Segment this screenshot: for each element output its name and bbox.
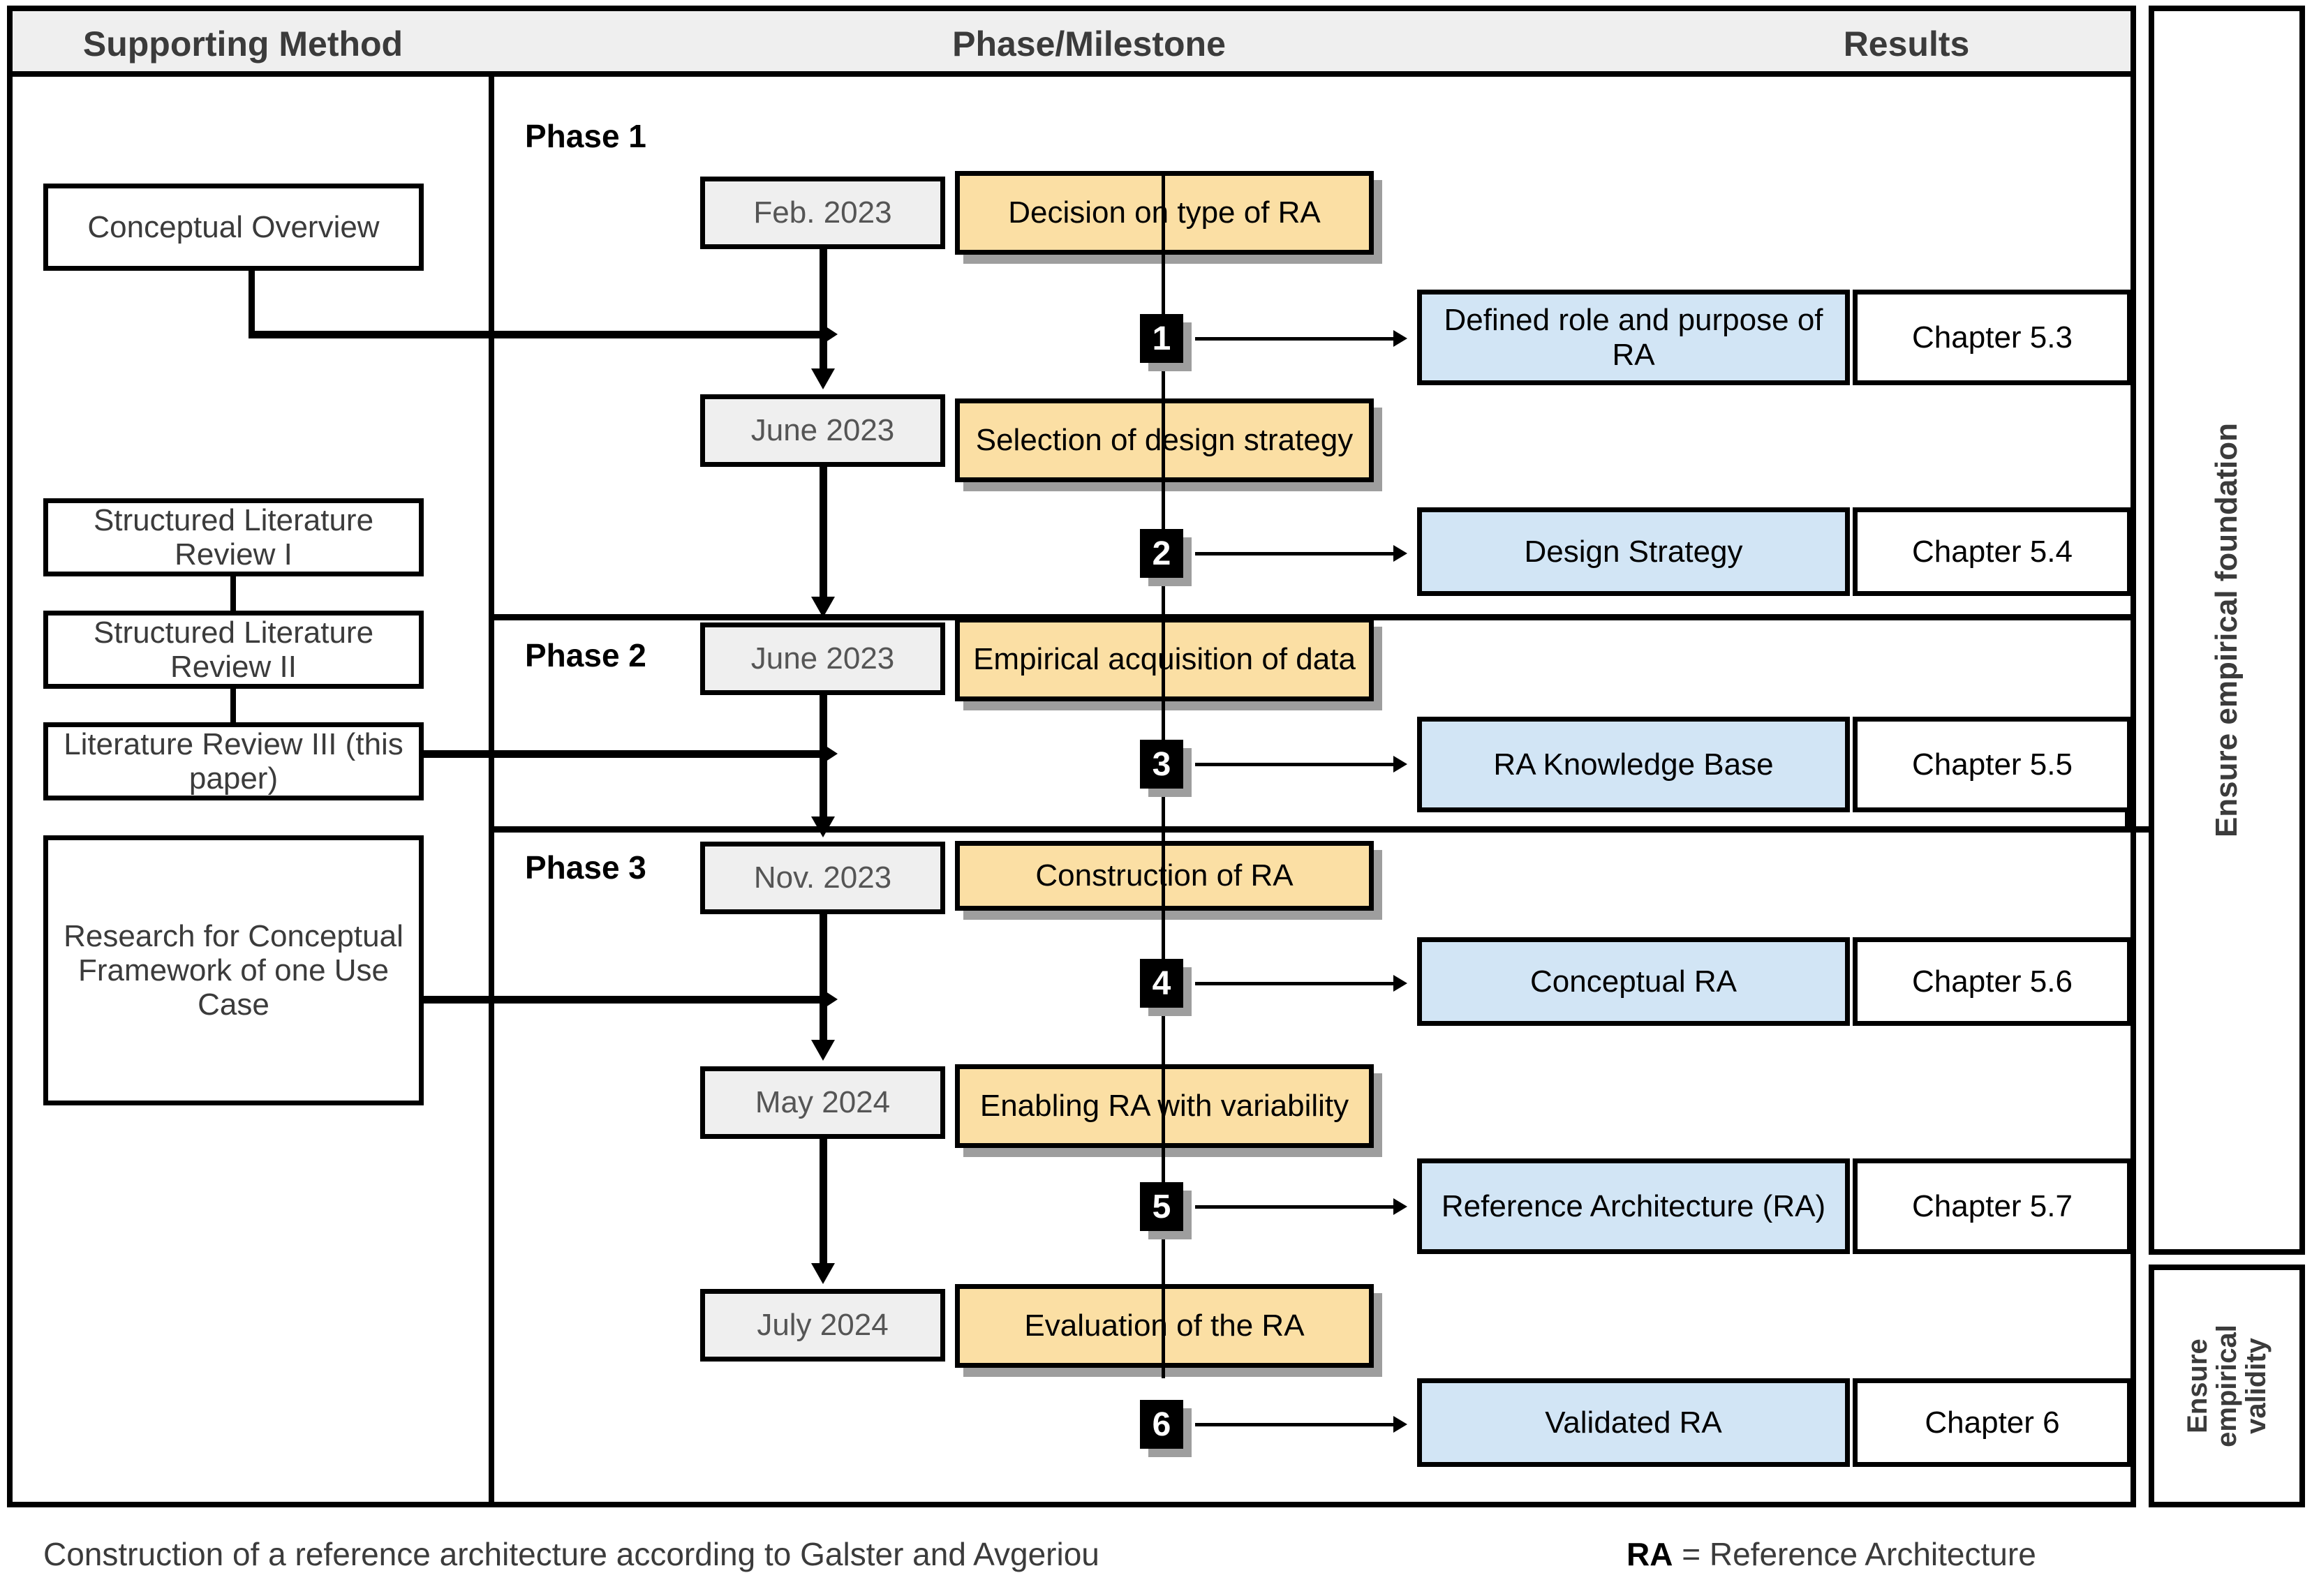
supporting-method-conceptual-overview[interactable]: Conceptual Overview bbox=[43, 184, 424, 271]
chapter-label: Chapter 5.6 bbox=[1912, 964, 2073, 999]
date-box-july-2024: July 2024 bbox=[700, 1289, 945, 1362]
header-phase-milestone: Phase/Milestone bbox=[952, 24, 1226, 64]
footer-caption: Construction of a reference architecture… bbox=[43, 1536, 1099, 1572]
supporting-method-label: Research for Conceptual Framework of one… bbox=[64, 918, 403, 1022]
timeline-arrow-3-head-icon bbox=[811, 816, 835, 837]
phase-label-3: Phase 3 bbox=[525, 849, 646, 886]
chapter-label: Chapter 5.7 bbox=[1912, 1188, 2073, 1223]
phase2-divider bbox=[489, 614, 2131, 620]
chapter-label: Chapter 6 bbox=[1925, 1405, 2060, 1440]
phase-label-1: Phase 1 bbox=[525, 118, 646, 154]
table-header-row: Supporting Method Phase/Milestone Result… bbox=[13, 11, 2131, 77]
sm-connector-2 bbox=[230, 689, 236, 722]
milestone-badge-5: 5 bbox=[1140, 1182, 1183, 1231]
chapter-label: Chapter 5.4 bbox=[1912, 534, 2073, 569]
header-supporting-method: Supporting Method bbox=[82, 24, 403, 64]
supporting-method-research-framework[interactable]: Research for Conceptual Framework of one… bbox=[43, 835, 424, 1105]
header-results: Results bbox=[1843, 24, 1970, 64]
ensure-empirical-foundation-box: Ensure empirical foundation bbox=[2149, 6, 2305, 1255]
milestone-badge-1: 1 bbox=[1140, 314, 1183, 363]
supporting-method-slr-2[interactable]: Structured Literature Review II bbox=[43, 611, 424, 689]
date-label: July 2024 bbox=[757, 1308, 889, 1343]
phase3-right-stub bbox=[2125, 826, 2154, 833]
footer-legend: RA = Reference Architecture bbox=[1626, 1535, 2036, 1573]
arrow1-horiz bbox=[249, 331, 822, 338]
chapter-label: Chapter 5.5 bbox=[1912, 747, 2073, 782]
date-label: June 2023 bbox=[750, 641, 895, 676]
timeline-arrow-2-head-icon bbox=[811, 597, 835, 618]
milestone-badge-4: 4 bbox=[1140, 959, 1183, 1008]
supporting-method-label: Structured Literature Review I bbox=[93, 502, 374, 572]
chapter-box-5-6[interactable]: Chapter 5.6 bbox=[1853, 937, 2132, 1026]
ensure-empirical-foundation-label: Ensure empirical foundation bbox=[2209, 422, 2244, 838]
timeline-arrow-3 bbox=[820, 695, 827, 817]
column-divider bbox=[489, 77, 494, 1502]
sm-connector-1 bbox=[230, 576, 236, 611]
chapter-label: Chapter 5.3 bbox=[1912, 320, 2073, 355]
phase-label-2: Phase 2 bbox=[525, 637, 646, 673]
phase3-divider bbox=[489, 826, 2131, 833]
result-arrow-1 bbox=[1195, 337, 1396, 341]
result-arrow-2-head-icon bbox=[1393, 545, 1407, 562]
date-box-june-2023-b: June 2023 bbox=[700, 622, 945, 695]
timeline-arrow-4 bbox=[820, 914, 827, 1042]
milestone-badge-3: 3 bbox=[1140, 740, 1183, 789]
date-label: Nov. 2023 bbox=[753, 860, 892, 895]
timeline-arrow-1-head-icon bbox=[811, 368, 835, 389]
date-label: June 2023 bbox=[750, 413, 895, 448]
result-arrow-4 bbox=[1195, 982, 1396, 985]
result-label: Defined role and purpose of RA bbox=[1444, 303, 1823, 372]
result-arrow-2 bbox=[1195, 552, 1396, 555]
result-arrow-4-head-icon bbox=[1393, 975, 1407, 992]
result-label: Reference Architecture (RA) bbox=[1441, 1188, 1826, 1223]
date-box-june-2023-a: June 2023 bbox=[700, 394, 945, 467]
chapter-box-5-3[interactable]: Chapter 5.3 bbox=[1853, 290, 2132, 385]
result-box-reference-architecture[interactable]: Reference Architecture (RA) bbox=[1417, 1158, 1850, 1254]
result-box-ra-knowledge-base[interactable]: RA Knowledge Base bbox=[1417, 717, 1850, 812]
ensure-empirical-validity-label: Ensure empirical validity bbox=[2182, 1325, 2272, 1447]
footer-legend-value: = Reference Architecture bbox=[1673, 1536, 2036, 1572]
result-label: Conceptual RA bbox=[1530, 964, 1737, 999]
result-arrow-1-head-icon bbox=[1393, 330, 1407, 347]
chapter-box-5-7[interactable]: Chapter 5.7 bbox=[1853, 1158, 2132, 1254]
result-box-defined-role[interactable]: Defined role and purpose of RA bbox=[1417, 290, 1850, 385]
result-box-conceptual-ra[interactable]: Conceptual RA bbox=[1417, 937, 1850, 1026]
date-box-feb-2023: Feb. 2023 bbox=[700, 177, 945, 249]
date-box-nov-2023: Nov. 2023 bbox=[700, 842, 945, 914]
result-arrow-5-head-icon bbox=[1393, 1198, 1407, 1215]
timeline-arrow-4-head-icon bbox=[811, 1040, 835, 1061]
result-box-validated-ra[interactable]: Validated RA bbox=[1417, 1378, 1850, 1467]
chapter-box-5-5[interactable]: Chapter 5.5 bbox=[1853, 717, 2132, 812]
date-label: May 2024 bbox=[755, 1085, 891, 1120]
date-box-may-2024: May 2024 bbox=[700, 1066, 945, 1139]
timeline-arrow-5-head-icon bbox=[811, 1263, 835, 1284]
supporting-method-label: Conceptual Overview bbox=[87, 209, 380, 244]
supporting-method-label: Literature Review III (this paper) bbox=[64, 726, 403, 796]
result-arrow-3-head-icon bbox=[1393, 756, 1407, 773]
timeline-arrow-1 bbox=[820, 249, 827, 371]
result-arrow-6-head-icon bbox=[1393, 1416, 1407, 1433]
result-arrow-6 bbox=[1195, 1423, 1396, 1426]
arrow1-vert bbox=[249, 271, 255, 331]
result-arrow-5 bbox=[1195, 1205, 1396, 1209]
chapter-box-5-4[interactable]: Chapter 5.4 bbox=[1853, 507, 2132, 596]
result-label: RA Knowledge Base bbox=[1493, 747, 1774, 782]
result-label: Validated RA bbox=[1545, 1405, 1722, 1440]
arrow3-horiz bbox=[424, 996, 822, 1004]
footer-legend-key: RA bbox=[1626, 1536, 1673, 1572]
chapter-box-6[interactable]: Chapter 6 bbox=[1853, 1378, 2132, 1467]
result-arrow-3 bbox=[1195, 763, 1396, 766]
result-label: Design Strategy bbox=[1524, 534, 1743, 569]
date-label: Feb. 2023 bbox=[753, 195, 892, 230]
timeline-arrow-2 bbox=[820, 467, 827, 599]
milestone-badge-6: 6 bbox=[1140, 1400, 1183, 1449]
supporting-method-lr-3[interactable]: Literature Review III (this paper) bbox=[43, 722, 424, 800]
supporting-method-label: Structured Literature Review II bbox=[93, 615, 374, 684]
milestone-badge-2: 2 bbox=[1140, 529, 1183, 578]
ensure-empirical-validity-box: Ensure empirical validity bbox=[2149, 1265, 2305, 1507]
supporting-method-slr-1[interactable]: Structured Literature Review I bbox=[43, 498, 424, 576]
result-box-design-strategy[interactable]: Design Strategy bbox=[1417, 507, 1850, 596]
timeline-arrow-5 bbox=[820, 1139, 827, 1266]
arrow2-horiz bbox=[424, 750, 822, 758]
